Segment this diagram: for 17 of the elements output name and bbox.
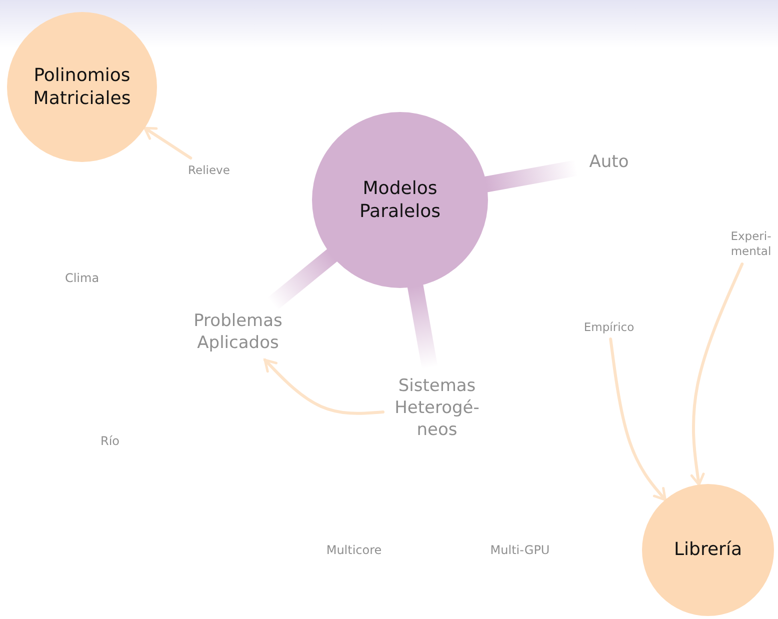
arrow	[609, 338, 667, 502]
arrow	[690, 262, 744, 486]
topic-circle: Librería	[642, 484, 774, 616]
topic-circle: Polinomios Matriciales	[7, 12, 157, 162]
topic-text: Relieve	[181, 162, 237, 178]
topic-label: Clima	[64, 271, 100, 285]
topic-text: Sistemas Heterogé- neos	[387, 372, 487, 444]
topic-label: Río	[100, 434, 120, 448]
topic-circle: Modelos Paralelos	[312, 112, 488, 288]
arrow	[264, 358, 384, 415]
topic-text: Experi- mental	[726, 228, 776, 260]
topic-label: Multi-GPU	[490, 543, 550, 557]
topic-label: Multicore	[326, 543, 382, 557]
topic-text: Problemas Aplicados	[182, 308, 294, 356]
arrow	[143, 126, 192, 160]
topic-text: Empírico	[577, 319, 641, 335]
topic-text: Auto	[581, 150, 637, 174]
